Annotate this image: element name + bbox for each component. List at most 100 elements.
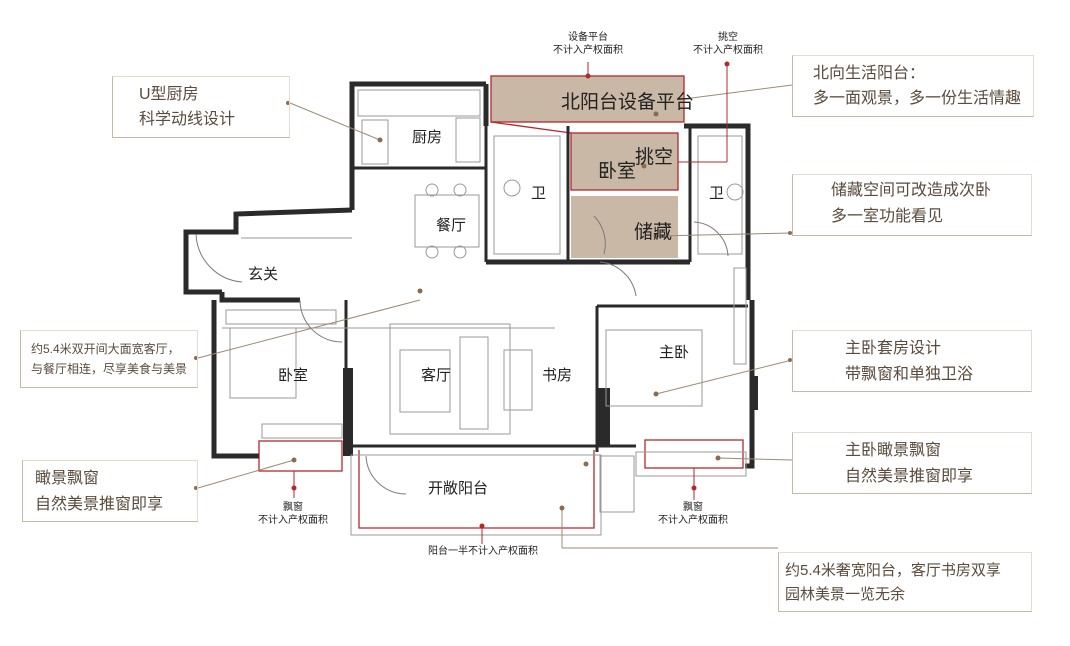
dining-chair — [453, 245, 467, 259]
note-window-left: 飘窗 不计入产权面积 — [248, 502, 338, 527]
callout-balcony-line2: 园林美景一览无余 — [785, 586, 906, 603]
callout-storage: 储藏空间可改造成次卧 多一室功能看见 — [792, 174, 1032, 236]
room-north-balcony: 北阳台设备平台 — [561, 92, 695, 113]
left-wardrobe — [225, 309, 337, 325]
note-window-left-title: 飘窗 — [283, 502, 303, 513]
study-desk — [503, 349, 533, 411]
callout-north-line1: 北向生活阳台： — [813, 65, 926, 82]
leader-living — [197, 299, 421, 359]
note-window-right: 飘窗 不计入产权面积 — [648, 502, 738, 527]
column-right — [598, 388, 610, 446]
storage-door — [593, 215, 606, 255]
callout-storage-line1: 储藏空间可改造成次卧 — [831, 182, 992, 199]
right-wardrobe — [733, 267, 747, 365]
red-dot — [691, 485, 697, 491]
note-equip-sub: 不计入产权面积 — [553, 44, 623, 56]
north-balcony-area — [491, 76, 684, 122]
dot — [291, 457, 297, 463]
callout-north-line2: 多一面观景，多一份生活情趣 — [813, 90, 1022, 107]
right-window-frame — [635, 451, 747, 477]
callout-left-window-line2: 自然美景推窗即享 — [35, 496, 164, 513]
room-living: 客厅 — [421, 367, 452, 384]
leader-kitchen — [289, 102, 381, 141]
kitchen-island — [455, 117, 481, 163]
note-equip-title: 设备平台 — [568, 32, 608, 43]
callout-storage-line2: 多一室功能看见 — [831, 208, 944, 225]
room-storage: 储藏 — [634, 222, 673, 243]
balcony-frame — [350, 454, 602, 536]
leader-storage — [655, 232, 793, 237]
wall-entrance — [183, 207, 353, 295]
note-bay-sub: 不计入产权面积 — [693, 44, 763, 56]
callout-north: 北向生活阳台： 多一面观景，多一份生活情趣 — [792, 55, 1034, 117]
room-master: 主卧 — [659, 344, 690, 361]
dot — [653, 233, 659, 239]
note-window-right-sub: 不计入产权面积 — [658, 514, 728, 526]
dining-chair — [425, 245, 439, 259]
balcony-door — [365, 455, 407, 495]
callout-kitchen-line2: 科学动线设计 — [139, 111, 236, 128]
master-bed — [605, 329, 703, 407]
balcony-outline — [358, 450, 595, 529]
note-bay-title: 挑空 — [718, 32, 738, 43]
dot — [377, 137, 383, 143]
callout-master-suite-line2: 带飘窗和单独卫浴 — [845, 366, 974, 383]
room-bedroom-mid: 卧室 — [598, 161, 637, 182]
wall-right-upper — [684, 123, 751, 300]
room-open-balcony: 开敞阳台 — [428, 480, 489, 497]
dot — [653, 391, 659, 397]
right-window-outline — [644, 439, 744, 469]
note-equip: 设备平台 不计入产权面积 — [540, 32, 636, 57]
toilet-left — [503, 179, 521, 197]
leader-north — [683, 84, 793, 100]
leader-left-window — [197, 459, 295, 489]
callout-living-line2: 与餐厅相连，尽享美食与美景 — [31, 362, 188, 376]
note-window-right-title: 飘窗 — [683, 502, 703, 513]
room-entrance: 玄关 — [248, 266, 279, 283]
callout-master-suite: 主卧套房设计 带飘窗和单独卫浴 — [792, 330, 1032, 392]
room-bath-right: 卫 — [709, 185, 725, 202]
kitchen-counter — [357, 89, 481, 117]
wall-left-bedroom — [219, 292, 300, 303]
column-right-upper — [752, 376, 758, 410]
room-kitchen: 厨房 — [412, 129, 443, 146]
callout-balcony: 约5.4米奢宽阳台，客厅书房双享 园林美景一览无余 — [778, 552, 1032, 612]
bay-area — [571, 133, 678, 190]
red-dot — [479, 523, 485, 529]
entrance-door — [195, 233, 243, 283]
dot — [559, 505, 565, 511]
living-rug — [389, 323, 511, 435]
living-sofa — [459, 336, 489, 430]
callout-kitchen-line1: U型厨房 — [139, 86, 199, 103]
callout-left-window: 瞰景飘窗 自然美景推窗即享 — [22, 460, 198, 522]
callout-living-line1: 约5.4米双开间大面宽客厅， — [31, 342, 180, 356]
note-balcony-half-text: 阳台一半不计入产权面积 — [428, 546, 538, 557]
red-dot — [585, 73, 591, 79]
bedroom-north-line — [490, 121, 572, 134]
dining-chair — [425, 183, 439, 197]
dot — [417, 288, 423, 294]
bath-right-door — [693, 221, 729, 257]
note-bay: 挑空 不计入产权面积 — [683, 32, 773, 57]
room-bedroom-left: 卧室 — [278, 367, 309, 384]
leader-master-suite — [655, 359, 793, 395]
wall-left-outer — [211, 300, 259, 459]
wall-right-outer — [745, 300, 755, 469]
dot — [788, 231, 792, 235]
room-study: 书房 — [542, 367, 573, 384]
right-balcony-frame — [599, 455, 635, 513]
callout-master-window-line2: 自然美景推窗即享 — [845, 468, 974, 485]
dot — [788, 358, 792, 362]
dot — [641, 163, 647, 169]
callout-balcony-line1: 约5.4米奢宽阳台，客厅书房双享 — [785, 562, 1001, 579]
callout-living: 约5.4米双开间大面宽客厅， 与餐厅相连，尽享美食与美景 — [20, 330, 198, 388]
left-desk — [261, 423, 343, 439]
dining-table — [414, 194, 480, 248]
master-door — [599, 261, 637, 297]
dining-chair — [453, 183, 467, 197]
dot — [715, 455, 721, 461]
room-bath-left: 卫 — [531, 185, 547, 202]
red-dot — [724, 61, 730, 67]
